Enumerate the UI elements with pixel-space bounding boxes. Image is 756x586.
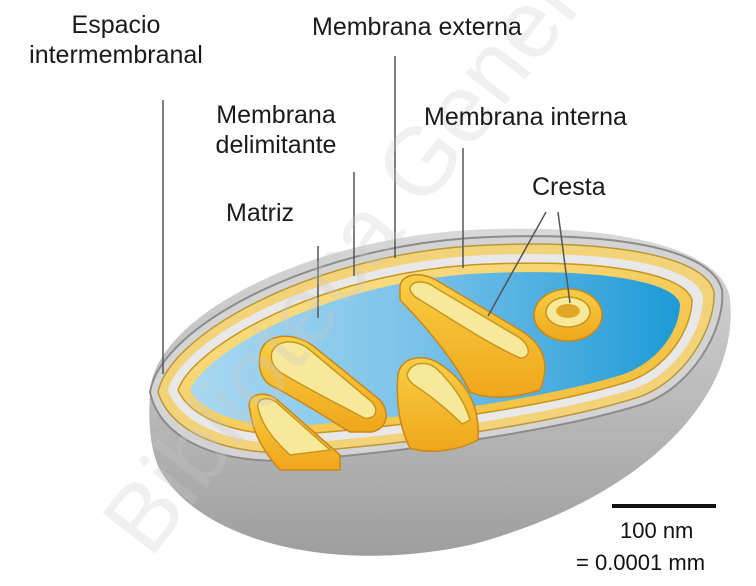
label-outer-membrane: Membrana externa	[312, 12, 522, 42]
label-boundary-line1: Membrana	[196, 100, 356, 130]
scale-length: 100 nm	[620, 518, 693, 544]
label-boundary-line2: delimitante	[196, 130, 356, 160]
label-intermembrane-space: Espacio intermembranal	[0, 10, 232, 70]
label-boundary-membrane: Membrana delimitante	[196, 100, 356, 160]
label-intermembrane-line2: intermembranal	[0, 40, 232, 70]
label-crista: Cresta	[532, 172, 606, 202]
label-intermembrane-line1: Espacio	[0, 10, 232, 40]
crista-ring	[534, 289, 602, 341]
label-matrix: Matriz	[226, 198, 294, 228]
label-inner-membrane: Membrana interna	[424, 102, 627, 132]
scale-equivalent: = 0.0001 mm	[576, 550, 705, 576]
